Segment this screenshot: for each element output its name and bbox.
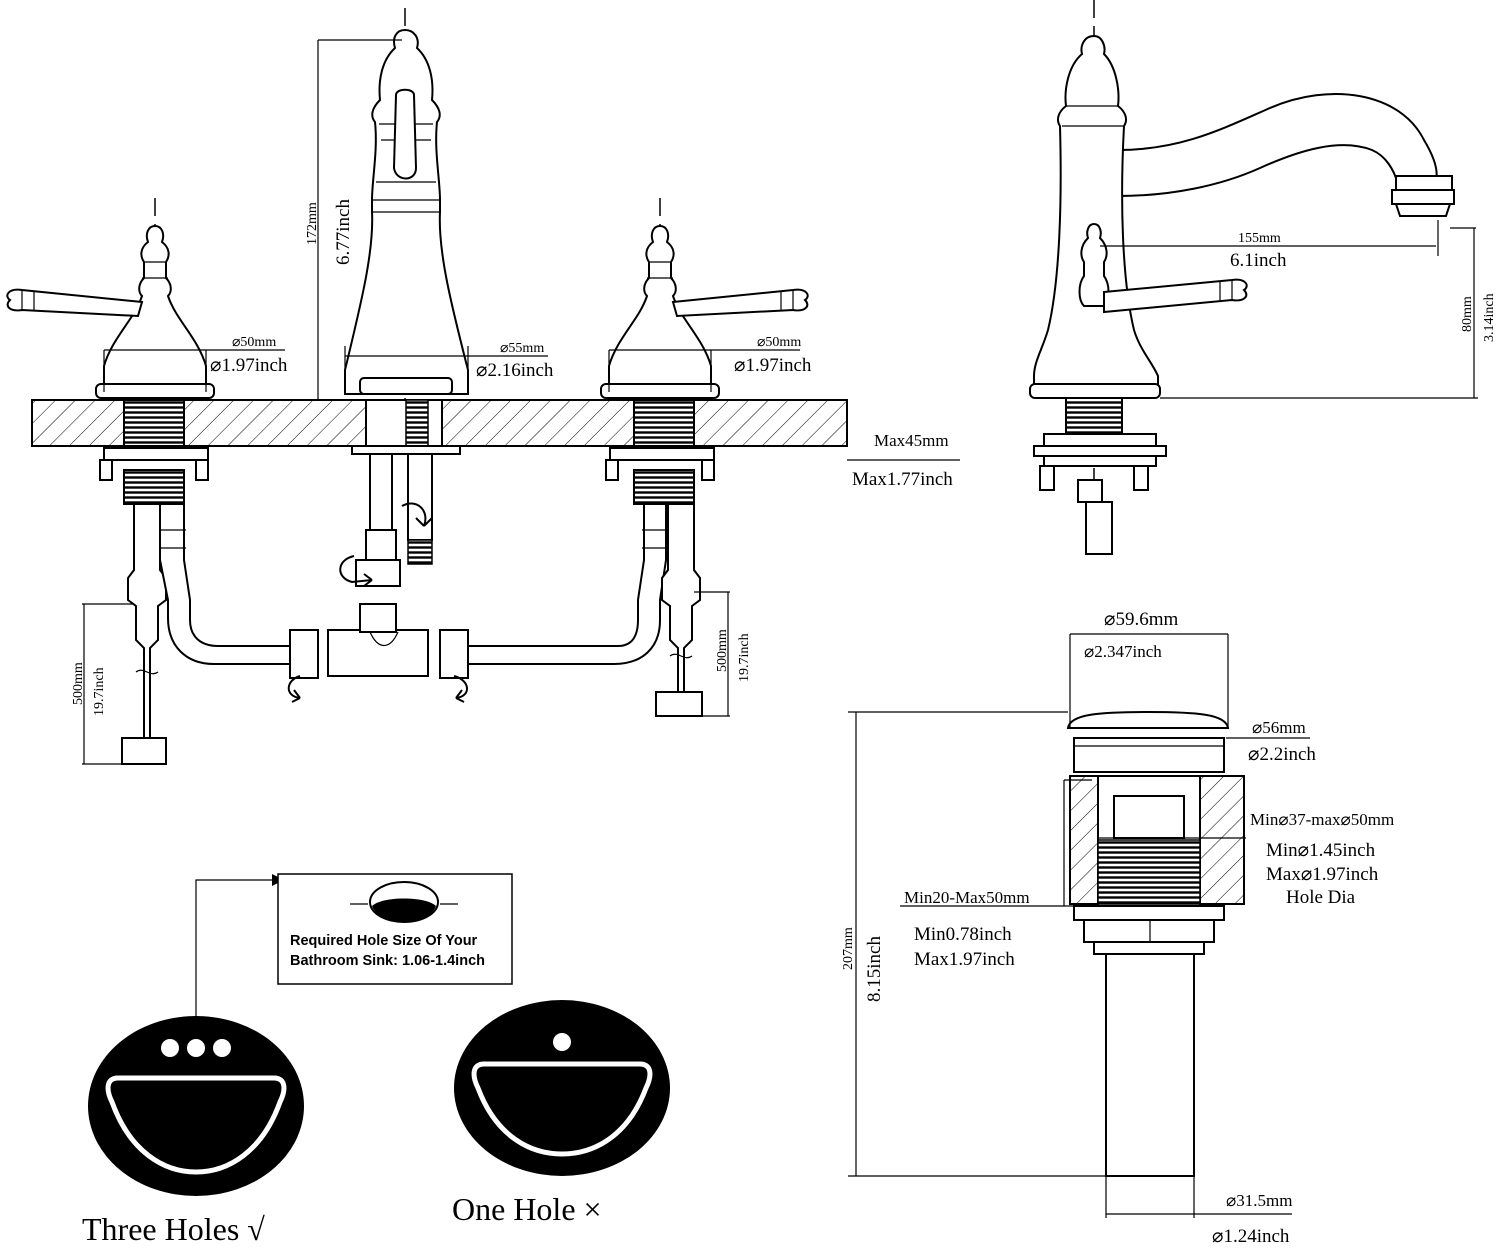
hole-range-mm: Min⌀37-max⌀50mm	[1250, 810, 1394, 829]
deck-max-mm: Max45mm	[874, 431, 949, 450]
left-hose-in: 19.7inch	[92, 667, 107, 716]
note-line-1: Required Hole Size Of Your	[290, 933, 478, 949]
right-handle-dia-mm: ⌀50mm	[757, 335, 801, 350]
sink-wall-right	[1199, 775, 1245, 905]
center-spout	[344, 28, 469, 395]
pipe-dia-in: ⌀1.24inch	[1212, 1226, 1290, 1247]
left-handle-dia-in: ⌀1.97inch	[210, 355, 288, 376]
pipe-dia-mm: ⌀31.5mm	[1226, 1191, 1292, 1210]
hole-size-note-box	[277, 873, 513, 985]
spout-mount-plate	[351, 445, 461, 455]
dim-right-hose: 500mm 19.7inch	[694, 591, 752, 717]
side-view: 155mm 6.1inch 80mm 3.14inch	[1029, 0, 1497, 555]
drain-nut	[1073, 905, 1225, 921]
dim-left-hose: 500mm 19.7inch	[71, 603, 134, 765]
outlet-height-mm: 80mm	[1460, 296, 1475, 332]
reach-in: 6.1inch	[1230, 250, 1287, 271]
dim-spout-height: 172mm 6.77inch	[305, 39, 402, 400]
left-handle	[6, 198, 215, 400]
thickness-range-mm: Min20-Max50mm	[904, 888, 1030, 907]
three-holes-caption: Three Holes √	[82, 1211, 265, 1247]
front-view: 172mm 6.77inch ⌀50mm ⌀1.97inch ⌀55mm ⌀2.…	[6, 8, 960, 765]
left-hose-mm: 500mm	[71, 662, 86, 705]
hole-min-in: Min⌀1.45inch	[1266, 840, 1376, 861]
flange-dia-mm: ⌀56mm	[1252, 718, 1306, 737]
left-supply-lines	[121, 503, 319, 765]
three-hole-sink-icon	[88, 1016, 304, 1196]
note-line-2: Bathroom Sink: 1.06-1.4inch	[290, 953, 485, 969]
sink-wall-left	[1069, 775, 1099, 905]
cap-dia-mm: ⌀59.6mm	[1104, 609, 1178, 630]
total-height-in: 8.15inch	[864, 936, 885, 1002]
spout-supply-pipe	[339, 453, 433, 587]
spout-height-in: 6.77inch	[333, 199, 354, 265]
hole-diagram-icon	[350, 881, 458, 923]
drain-flange	[1073, 737, 1225, 773]
right-supply-lines	[439, 503, 703, 717]
dim-deck-thickness: Max45mm Max1.77inch	[846, 400, 960, 490]
one-hole-sink-icon	[454, 1000, 670, 1176]
spout-shank	[365, 399, 443, 447]
left-shank-thread	[123, 399, 185, 447]
thickness-max-in: Max1.97inch	[914, 949, 1015, 970]
deck-max-in: Max1.77inch	[852, 469, 953, 490]
cap-dia-in: ⌀2.347inch	[1084, 642, 1162, 661]
dim-right-handle: ⌀50mm ⌀1.97inch	[608, 335, 812, 392]
right-hose-mm: 500mm	[715, 629, 730, 672]
spout-base-dia-in: ⌀2.16inch	[476, 360, 554, 381]
drain-view: ⌀59.6mm ⌀2.347inch ⌀56mm ⌀2.2inch ⌀31.5m…	[841, 609, 1394, 1247]
side-spout	[1117, 93, 1438, 198]
hole-dia-label: Hole Dia	[1286, 887, 1356, 908]
sink-guide: Required Hole Size Of Your Bathroom Sink…	[82, 873, 670, 1247]
outlet-height-in: 3.14inch	[1482, 293, 1497, 342]
dim-left-handle: ⌀50mm ⌀1.97inch	[103, 335, 288, 392]
drain-tailpipe	[1105, 953, 1195, 1177]
total-height-mm: 207mm	[841, 927, 856, 970]
flange-dia-in: ⌀2.2inch	[1248, 744, 1316, 765]
hole-max-in: Max⌀1.97inch	[1266, 864, 1379, 885]
right-shank-thread	[633, 399, 695, 447]
tee-connector	[327, 603, 429, 677]
drain-cap	[1066, 710, 1230, 729]
spout-height-mm: 172mm	[305, 202, 320, 245]
left-mount-nut	[99, 447, 209, 505]
one-hole-caption: One Hole ×	[452, 1191, 602, 1227]
reach-mm: 155mm	[1238, 231, 1281, 246]
right-mount-nut	[605, 447, 715, 505]
left-handle-dia-mm: ⌀50mm	[232, 335, 276, 350]
right-handle-dia-in: ⌀1.97inch	[734, 355, 812, 376]
thickness-min-in: Min0.78inch	[914, 924, 1012, 945]
spout-base-dia-mm: ⌀55mm	[500, 341, 544, 356]
dim-spout-base: ⌀55mm ⌀2.16inch	[344, 341, 554, 381]
right-hose-in: 19.7inch	[737, 633, 752, 682]
